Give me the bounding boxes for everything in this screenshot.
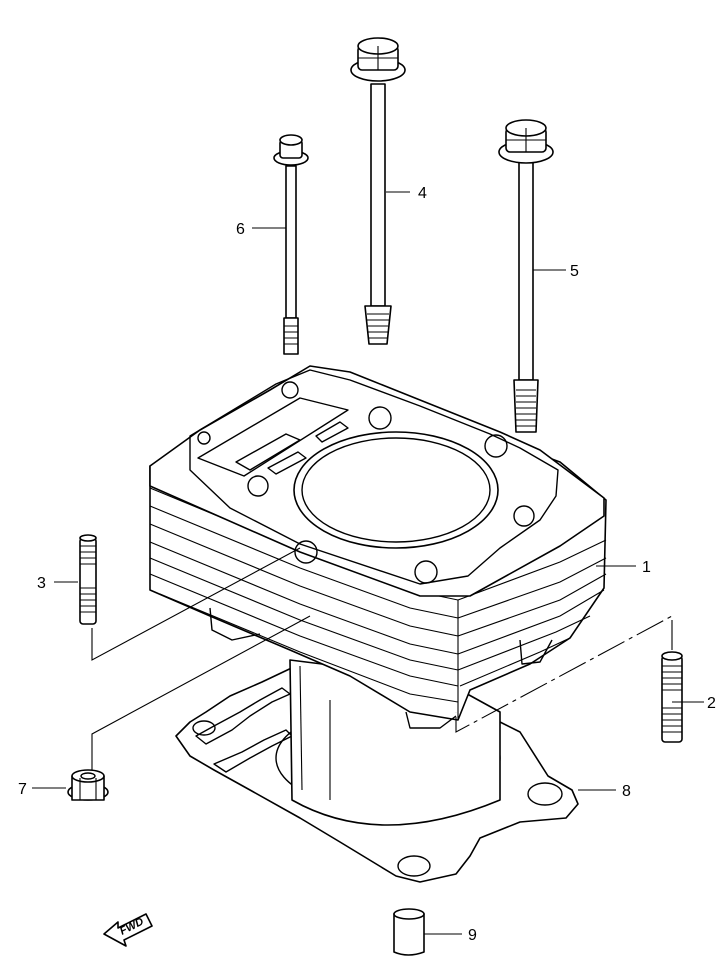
forward-arrow-icon: FWD [103,913,153,947]
callout-8: 8 [622,783,631,800]
callout-5: 5 [570,263,579,280]
part-9-dowel-pin[interactable] [393,908,425,956]
callout-4: 4 [418,185,427,202]
part-3-stud-bolt[interactable] [79,534,97,625]
part-2-stud-bolt[interactable] [661,651,683,743]
part-6-cylinder-bolt[interactable] [273,134,309,355]
part-7-flange-nut[interactable] [67,769,109,801]
callout-9: 9 [468,927,477,944]
callout-2: 2 [707,695,716,712]
part-1-cylinder[interactable] [149,365,607,826]
part-4-cylinder-bolt[interactable] [350,37,406,345]
callout-3: 3 [37,575,46,592]
callout-6: 6 [236,221,245,238]
callout-7: 7 [18,781,27,798]
callout-1: 1 [642,559,651,576]
part-5-cylinder-bolt[interactable] [498,119,554,433]
leader-lines [32,191,704,935]
